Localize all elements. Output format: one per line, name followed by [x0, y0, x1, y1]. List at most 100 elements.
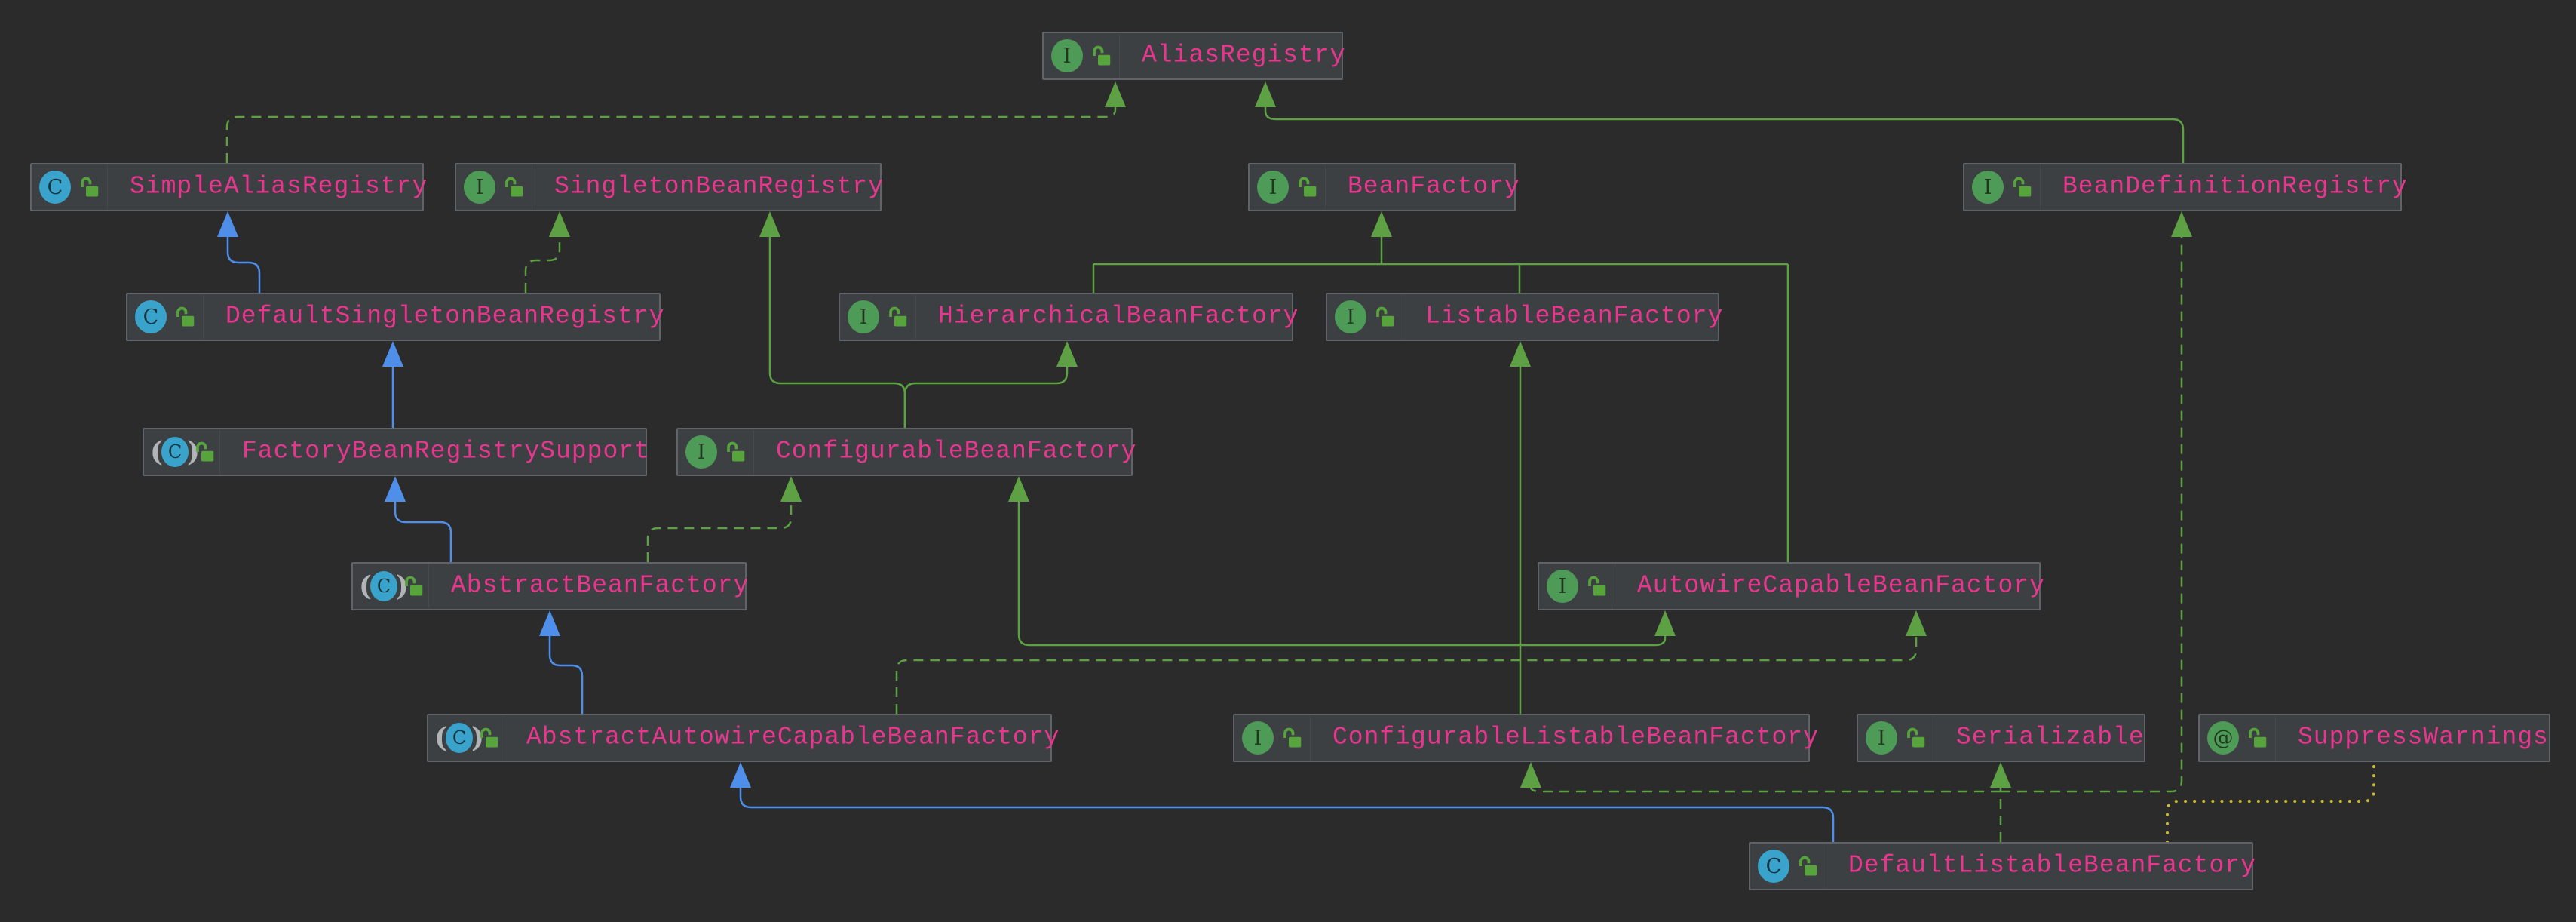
abstract-class-icon: (C) — [434, 723, 484, 753]
interface-icon: I — [1972, 171, 2004, 204]
class-name-label: SuppressWarnings — [2298, 723, 2549, 751]
public-lock-icon — [1090, 45, 1113, 67]
public-lock-icon — [725, 441, 747, 463]
public-lock-icon — [1905, 727, 1927, 749]
class-name-label: Serializable — [1956, 723, 2145, 751]
edge-abstractbeanfactory-extends-factorybeanregistrysupport — [385, 476, 452, 562]
arrowhead — [539, 610, 560, 636]
edge-configurablebeanfactory-extends-singletonbeanregistry — [759, 211, 906, 428]
node-serializable[interactable]: I Serializable — [1857, 714, 2145, 762]
public-lock-icon — [174, 306, 197, 328]
abstract-class-icon: (C) — [150, 437, 200, 467]
edge-simplealiasregistry-implements-aliasregistry — [225, 81, 1126, 163]
icon-divider — [1325, 165, 1326, 209]
node-suppress-warnings[interactable]: @SuppressWarnings — [2198, 714, 2550, 762]
arrowhead — [1105, 81, 1126, 107]
class-icon: C — [39, 171, 71, 204]
public-lock-icon — [1296, 176, 1319, 198]
interface-badge: I — [1051, 39, 1083, 72]
edge-arrow-into-beanfactory — [1371, 211, 1392, 264]
public-lock-icon — [478, 727, 501, 749]
node-factory-bean-registry-support[interactable]: (C) FactoryBeanRegistrySupport — [143, 428, 650, 476]
node-hierarchical-bean-factory[interactable]: I HierarchicalBeanFactory — [839, 293, 1298, 341]
class-name-label: SimpleAliasRegistry — [130, 172, 428, 201]
arrowhead — [1371, 211, 1392, 237]
public-lock-icon — [1797, 855, 1820, 877]
edge-defaultsingletonbeanregistry-implements-singletonbeanregistry — [524, 211, 570, 293]
interface-icon: I — [1257, 171, 1289, 204]
arrowhead — [780, 476, 802, 502]
icon-divider — [753, 430, 754, 474]
interface-icon: I — [1335, 300, 1366, 333]
public-lock-icon — [2246, 727, 2269, 749]
icon-divider — [107, 165, 108, 209]
class-name-label: DefaultSingletonBeanRegistry — [225, 302, 665, 330]
node-default-singleton-bean-registry[interactable]: C DefaultSingletonBeanRegistry — [126, 293, 664, 341]
interface-badge: I — [464, 171, 495, 204]
interface-icon: I — [1547, 570, 1578, 603]
public-lock-icon — [1281, 727, 1304, 749]
node-abstract-bean-factory[interactable]: (C)AbstractBeanFactory — [351, 562, 750, 610]
class-name-label: ConfigurableListableBeanFactory — [1332, 723, 1819, 751]
node-default-listable-bean-factory[interactable]: C DefaultListableBeanFactory — [1749, 842, 2256, 890]
edge-configurablelistablebeanfactory-extends-autowirecapablebeanfactory — [1520, 610, 1676, 647]
class-name-label: FactoryBeanRegistrySupport — [242, 437, 650, 466]
arrowhead — [549, 211, 570, 237]
abstract-paren: ( — [359, 570, 373, 602]
interface-icon: I — [1866, 721, 1897, 755]
interface-badge: I — [1866, 721, 1897, 755]
edge-factorybeanregistrysupport-extends-defaultsingletonbeanregistry — [382, 341, 403, 428]
interface-badge: I — [1335, 300, 1366, 333]
class-badge: C — [39, 171, 71, 204]
edge-defaultlistablebeanfactory-implements-serializable — [1990, 762, 2011, 791]
class-badge: C — [370, 571, 398, 601]
interface-icon: I — [1051, 39, 1083, 72]
interface-badge: I — [1547, 570, 1578, 603]
class-name-label: DefaultListableBeanFactory — [1848, 851, 2256, 880]
interface-badge: I — [848, 300, 879, 333]
icon-divider — [915, 295, 916, 339]
edge-defaultsingletonbeanregistry-extends-simplealiasregistry — [217, 211, 261, 293]
edge-abstractautowirecapablebeanfactory-extends-abstractbeanfactory — [539, 610, 584, 714]
interface-badge: I — [1257, 171, 1289, 204]
interface-icon: I — [848, 300, 879, 333]
class-name-label: SingletonBeanRegistry — [554, 172, 884, 201]
arrowhead — [217, 211, 238, 237]
node-bean-definition-registry[interactable]: I BeanDefinitionRegistry — [1963, 163, 2407, 211]
class-icon: C — [1758, 850, 1789, 883]
edge-defaultlistablebeanfactory-implements-configurablelistablebeanfactory — [1520, 762, 2001, 793]
class-name-label: HierarchicalBeanFactory — [938, 302, 1299, 330]
public-lock-icon — [403, 575, 425, 598]
node-simple-alias-registry[interactable]: C SimpleAliasRegistry — [30, 163, 427, 211]
edge-abstractautowirecapablebeanfactory-implements-autowirecapablebeanfactory — [895, 610, 1927, 714]
node-abstract-autowire-capable-bean-factory[interactable]: (C)AbstractAutowireCapableBeanFactory — [427, 714, 1059, 762]
public-lock-icon — [78, 176, 101, 198]
icon-divider — [2275, 716, 2276, 760]
icon-divider — [219, 430, 220, 474]
class-name-label: AbstractBeanFactory — [451, 571, 750, 600]
public-lock-icon — [2011, 176, 2034, 198]
class-name-label: BeanDefinitionRegistry — [2062, 172, 2408, 201]
edge-abstractbeanfactory-implements-configurablebeanfactory — [646, 476, 802, 562]
interface-badge: I — [685, 435, 717, 469]
class-name-label: AutowireCapableBeanFactory — [1637, 571, 2045, 600]
node-autowire-capable-bean-factory[interactable]: I AutowireCapableBeanFactory — [1538, 562, 2044, 610]
arrowhead — [1990, 762, 2011, 788]
arrowhead — [385, 476, 406, 502]
class-badge: C — [135, 300, 167, 333]
arrowhead — [1906, 610, 1927, 636]
public-lock-icon — [887, 306, 909, 328]
icon-divider — [203, 295, 204, 339]
arrowhead — [1654, 610, 1676, 636]
node-singleton-bean-registry[interactable]: I SingletonBeanRegistry — [455, 163, 884, 211]
arrowhead — [1520, 762, 1541, 788]
arrowhead — [382, 341, 403, 367]
arrowhead — [1008, 476, 1029, 502]
